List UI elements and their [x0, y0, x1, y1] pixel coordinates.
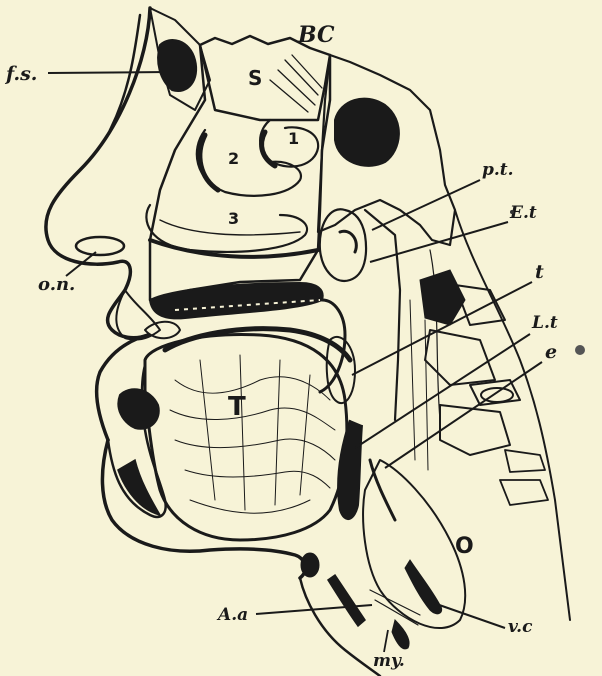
- label-pt: p.t.: [482, 160, 514, 180]
- hyoid-bone: [301, 553, 319, 577]
- frontal-sinus: [158, 40, 196, 91]
- label-lt: L.t: [531, 313, 558, 333]
- label-on: o.n.: [38, 274, 75, 295]
- tongue-muscle-fibers: [170, 355, 335, 513]
- ink-speck-small: [510, 210, 514, 214]
- label-e: e: [545, 341, 557, 363]
- nostril: [76, 237, 124, 255]
- label-aa: A.a: [216, 605, 248, 625]
- upper-tooth: [145, 322, 180, 339]
- leader-lt: [355, 334, 530, 448]
- label-turbinate-1: 1: [288, 129, 299, 148]
- cricoid: [392, 620, 409, 649]
- leader-fs: [48, 72, 168, 73]
- leader-my: [384, 630, 388, 652]
- label-o: O: [455, 534, 474, 559]
- hard-palate: [150, 283, 323, 318]
- tongue: [145, 335, 347, 540]
- label-fs: f.s.: [4, 63, 37, 85]
- label-turbinate-3: 3: [228, 209, 239, 228]
- epiglottis: [338, 420, 362, 519]
- label-vc: v.c: [508, 617, 533, 637]
- label-my: my.: [373, 651, 405, 671]
- leader-et: [370, 222, 508, 262]
- sphenoid-sinus: [335, 99, 399, 166]
- ink-speck: [575, 345, 585, 355]
- thyroid-cartilage: [328, 575, 365, 626]
- label-tongue: T: [228, 392, 246, 422]
- lower-tooth: [118, 389, 158, 428]
- vocal-cords: [405, 560, 442, 614]
- sphenoid-block: [200, 36, 330, 120]
- label-bc: BC: [297, 22, 335, 48]
- label-t: t: [535, 261, 544, 283]
- label-s: S: [248, 66, 262, 90]
- label-turbinate-2: 2: [228, 149, 239, 168]
